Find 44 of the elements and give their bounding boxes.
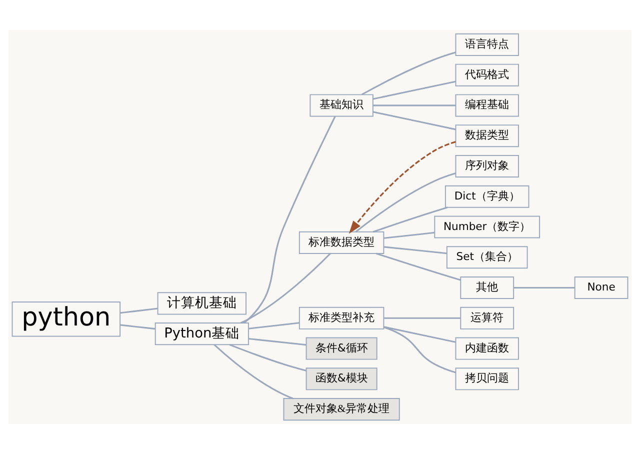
node-box: Python基础 <box>154 322 249 346</box>
node-box: Number（数字） <box>434 216 540 238</box>
connector <box>384 326 456 374</box>
connector <box>372 80 456 100</box>
connector <box>384 246 447 254</box>
node-box: 标准数据类型 <box>298 231 384 254</box>
node-box: 编程基础 <box>455 94 519 117</box>
node-box: 其他 <box>460 276 514 300</box>
node-box: 文件对象&异常处理 <box>283 398 400 421</box>
connector <box>384 317 460 319</box>
node-box: python <box>12 302 121 337</box>
connector <box>240 253 331 324</box>
node-box: 语言特点 <box>455 33 519 56</box>
node-box: None <box>574 276 628 300</box>
node-box: 数据类型 <box>455 124 519 148</box>
connector <box>376 252 461 281</box>
connector <box>248 338 306 346</box>
node-box: 内建函数 <box>455 337 519 360</box>
connector <box>373 104 456 106</box>
connector <box>384 326 456 343</box>
arrow <box>348 141 456 234</box>
node-box: 条件&循环 <box>306 337 378 360</box>
connector <box>514 286 575 289</box>
connector <box>355 172 456 232</box>
node-box: 函数&模块 <box>306 368 378 390</box>
connector <box>248 322 300 330</box>
connector <box>120 308 158 314</box>
node-box: 代码格式 <box>455 64 519 86</box>
connector <box>120 324 156 330</box>
connector <box>384 232 435 239</box>
node-box: 计算机基础 <box>157 292 246 315</box>
connector <box>214 344 294 400</box>
node-box: Set（集合） <box>446 246 528 269</box>
connector <box>372 111 456 130</box>
node-box: 运算符 <box>460 306 514 330</box>
connector <box>243 116 336 324</box>
node-box: 基础知识 <box>310 94 374 117</box>
node-box: 序列对象 <box>455 154 519 178</box>
connector <box>361 52 456 96</box>
node-box: 标准类型补充 <box>298 306 384 330</box>
connector <box>372 206 448 233</box>
connector <box>229 344 306 372</box>
node-box: Dict（字典） <box>444 185 530 208</box>
node-box: 拷贝问题 <box>455 368 519 390</box>
